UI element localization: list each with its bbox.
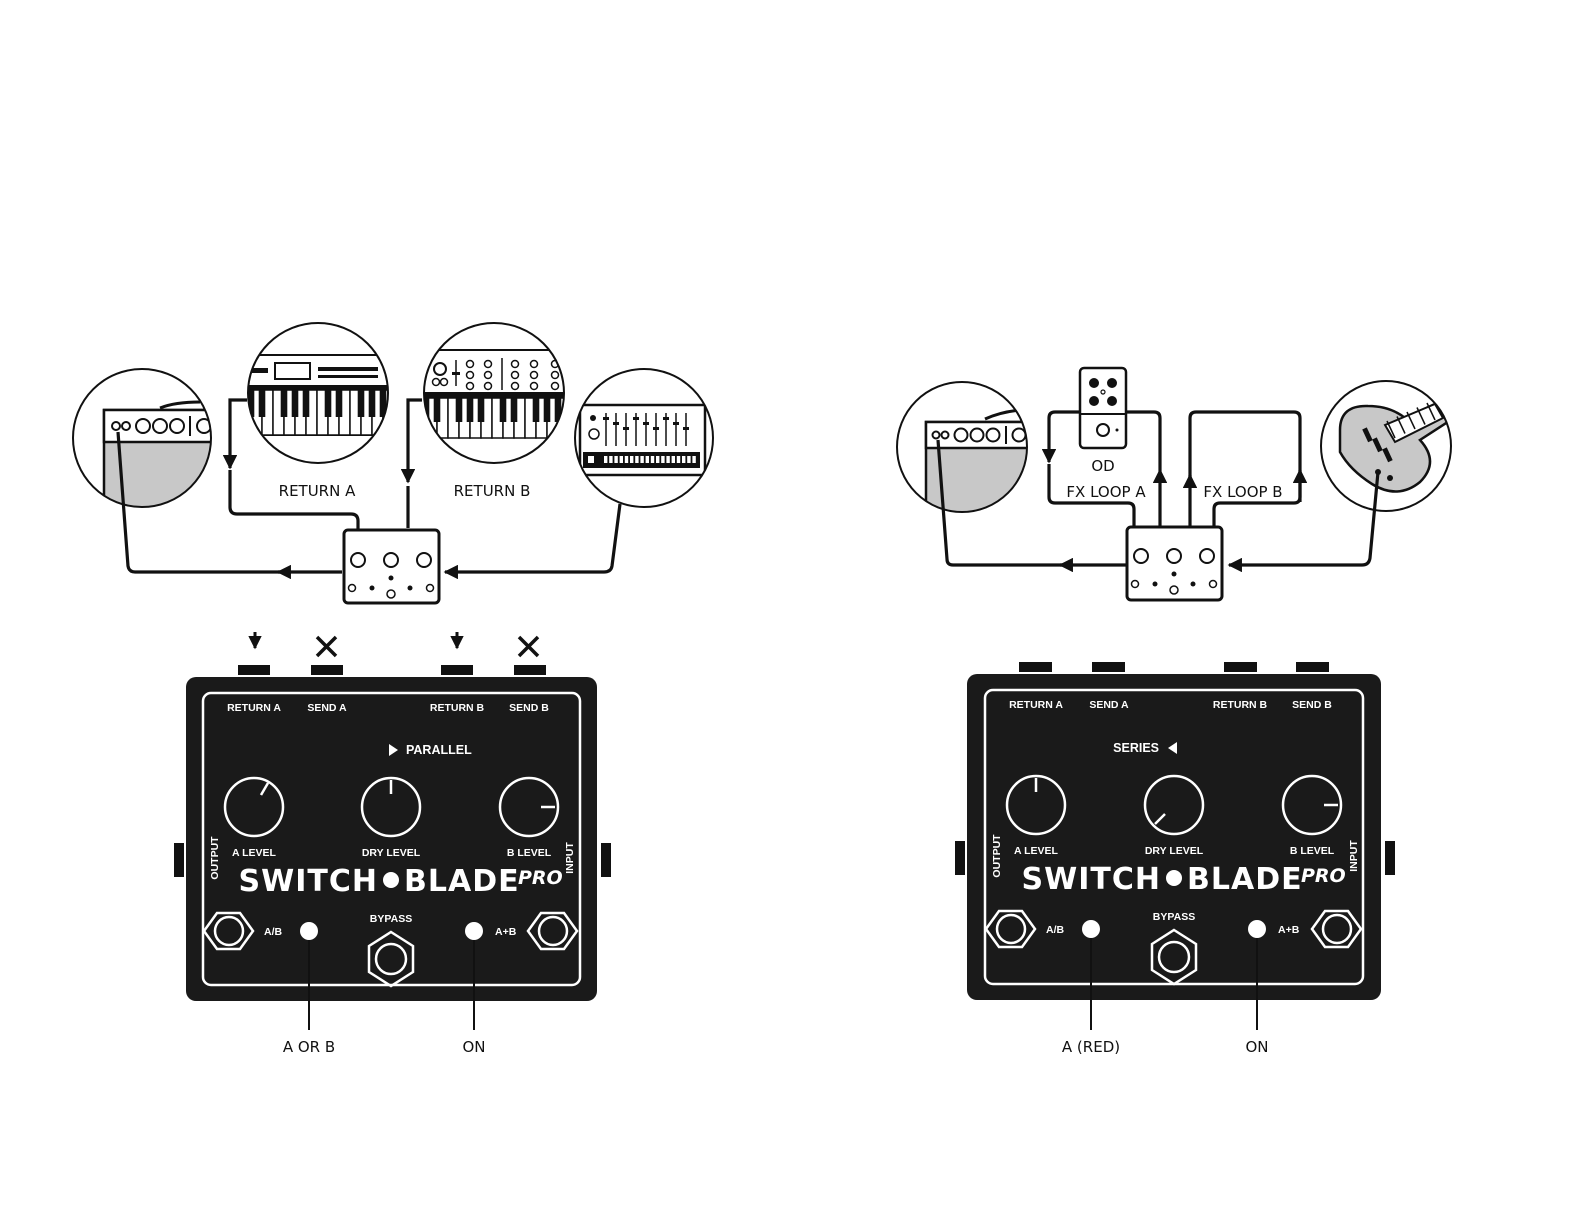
svg-text:PRO: PRO [518, 867, 563, 889]
ab-led-callout: A OR B [283, 1038, 335, 1056]
overdrive-pedal-icon [1080, 368, 1126, 448]
send-a-jack[interactable] [1092, 662, 1125, 672]
send-a-jack[interactable] [311, 665, 343, 675]
drum-machine-icon [575, 369, 713, 507]
ab-switch-label: A/B [264, 926, 283, 938]
output-label: OUTPUT [209, 836, 221, 880]
return-b-jack-label: RETURN B [1213, 699, 1268, 711]
mode-label: PARALLEL [406, 743, 472, 757]
b-level-label: B LEVEL [507, 847, 552, 859]
input-cable [445, 504, 620, 572]
return-b-label: RETURN B [454, 482, 531, 500]
svg-text:SWITCH: SWITCH [1022, 862, 1161, 897]
return-a-cable-lower [230, 470, 358, 530]
send-a-jack-label: SEND A [1089, 699, 1129, 711]
fx-loop-a-send-upper [1126, 412, 1160, 470]
send-a-jack-label: SEND A [307, 702, 347, 714]
return-a-cable [230, 400, 247, 468]
dry-level-label: DRY LEVEL [1145, 845, 1204, 857]
amplifier-icon [897, 382, 1056, 522]
cross-icon [317, 637, 336, 656]
a-level-label: A LEVEL [1014, 845, 1059, 857]
input-label: INPUT [1348, 840, 1360, 872]
aplusb-led-callout: ON [1245, 1038, 1268, 1056]
left-routing-diagram: RETURN A RETURN B [73, 323, 713, 656]
return-b-jack[interactable] [441, 665, 473, 675]
b-level-label: B LEVEL [1290, 845, 1335, 857]
mode-label: SERIES [1113, 741, 1159, 755]
input-jack[interactable] [1385, 841, 1395, 875]
switchblade-pedal-icon [1127, 527, 1222, 600]
input-jack[interactable] [601, 843, 611, 877]
bypass-label: BYPASS [1153, 911, 1195, 923]
svg-text:PRO: PRO [1301, 865, 1346, 887]
return-b-jack[interactable] [1224, 662, 1257, 672]
return-a-jack[interactable] [1019, 662, 1052, 672]
fx-loop-a-label: FX LOOP A [1066, 483, 1146, 501]
send-b-jack[interactable] [514, 665, 546, 675]
amplifier-icon [73, 369, 244, 520]
return-a-jack-label: RETURN A [1009, 699, 1063, 711]
input-label: INPUT [564, 842, 576, 874]
switchblade-pedal-icon [344, 530, 439, 603]
fx-loop-b-label: FX LOOP B [1203, 483, 1282, 501]
aplusb-led [465, 922, 483, 940]
aplusb-switch-label: A+B [1278, 924, 1300, 936]
dry-level-label: DRY LEVEL [362, 847, 421, 859]
ab-led [300, 922, 318, 940]
aplusb-led [1248, 920, 1266, 938]
keyboard-synth-icon [240, 323, 405, 463]
return-a-jack[interactable] [238, 665, 270, 675]
send-b-jack-label: SEND B [1292, 699, 1332, 711]
send-b-jack-label: SEND B [509, 702, 549, 714]
return-a-label: RETURN A [279, 482, 356, 500]
output-jack[interactable] [174, 843, 184, 877]
right-routing-diagram: OD FX LOOP A FX LOOP B [897, 368, 1460, 600]
ab-led-callout: A (RED) [1062, 1038, 1120, 1056]
a-level-label: A LEVEL [232, 847, 277, 859]
cross-icon [519, 637, 538, 656]
svg-text:BLADE: BLADE [404, 864, 520, 899]
svg-text:BLADE: BLADE [1187, 862, 1303, 897]
return-b-cable [408, 400, 422, 482]
right-pedal-panel: RETURN A SEND A RETURN B SEND B SERIES A… [955, 662, 1395, 1056]
aplusb-switch-label: A+B [495, 926, 517, 938]
bypass-label: BYPASS [370, 913, 412, 925]
fx-loop-b-loop [1190, 412, 1300, 478]
svg-text:SWITCH: SWITCH [239, 864, 378, 899]
send-b-jack[interactable] [1296, 662, 1329, 672]
aplusb-led-callout: ON [462, 1038, 485, 1056]
return-b-jack-label: RETURN B [430, 702, 485, 714]
ab-led [1082, 920, 1100, 938]
analog-synth-icon [415, 323, 580, 463]
electric-guitar-icon [1321, 381, 1460, 511]
output-jack[interactable] [955, 841, 965, 875]
output-label: OUTPUT [991, 834, 1003, 878]
od-label: OD [1091, 457, 1114, 475]
left-pedal-panel: RETURN A SEND A RETURN B SEND B PARALLEL… [174, 665, 611, 1056]
return-a-jack-label: RETURN A [227, 702, 281, 714]
ab-switch-label: A/B [1046, 924, 1065, 936]
fx-loop-a-return-cable [1049, 412, 1081, 462]
